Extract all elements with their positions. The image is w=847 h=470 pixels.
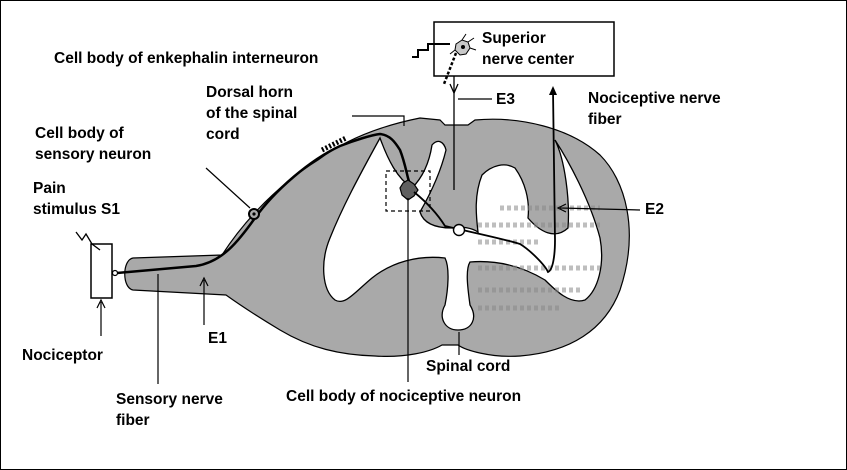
nociceptor-label: Nociceptor xyxy=(22,346,103,365)
nociceptive-arrow-up xyxy=(549,86,557,95)
nociceptive-fiber-label: Nociceptive nerve fiber xyxy=(588,88,721,130)
sensory-cell-nucleus xyxy=(252,212,255,215)
superior-nerve-center-label: Superior nerve center xyxy=(482,28,574,70)
sensory-nerve-fiber-label: Sensory nerve fiber xyxy=(116,389,223,431)
sensory-cell-leader xyxy=(206,168,250,208)
dorsal-horn-label: Dorsal horn of the spinal cord xyxy=(206,82,297,145)
nociceptive-cell-body-label: Cell body of nociceptive neuron xyxy=(286,387,521,406)
e1-label: E1 xyxy=(208,329,227,348)
stimulus-zigzag xyxy=(76,232,100,250)
nociceptor-terminal xyxy=(113,271,118,276)
e2-label: E2 xyxy=(645,200,664,219)
enkephalin-interneuron-label: Cell body of enkephalin interneuron xyxy=(54,49,318,68)
synapse-circle xyxy=(454,225,465,236)
nociceptor-box xyxy=(91,244,112,298)
sensory-cell-body-label: Cell body of sensory neuron xyxy=(35,123,151,165)
pain-stimulus-label: Pain stimulus S1 xyxy=(33,178,120,220)
spinal-cord-label: Spinal cord xyxy=(426,357,510,376)
e3-label: E3 xyxy=(496,90,515,109)
